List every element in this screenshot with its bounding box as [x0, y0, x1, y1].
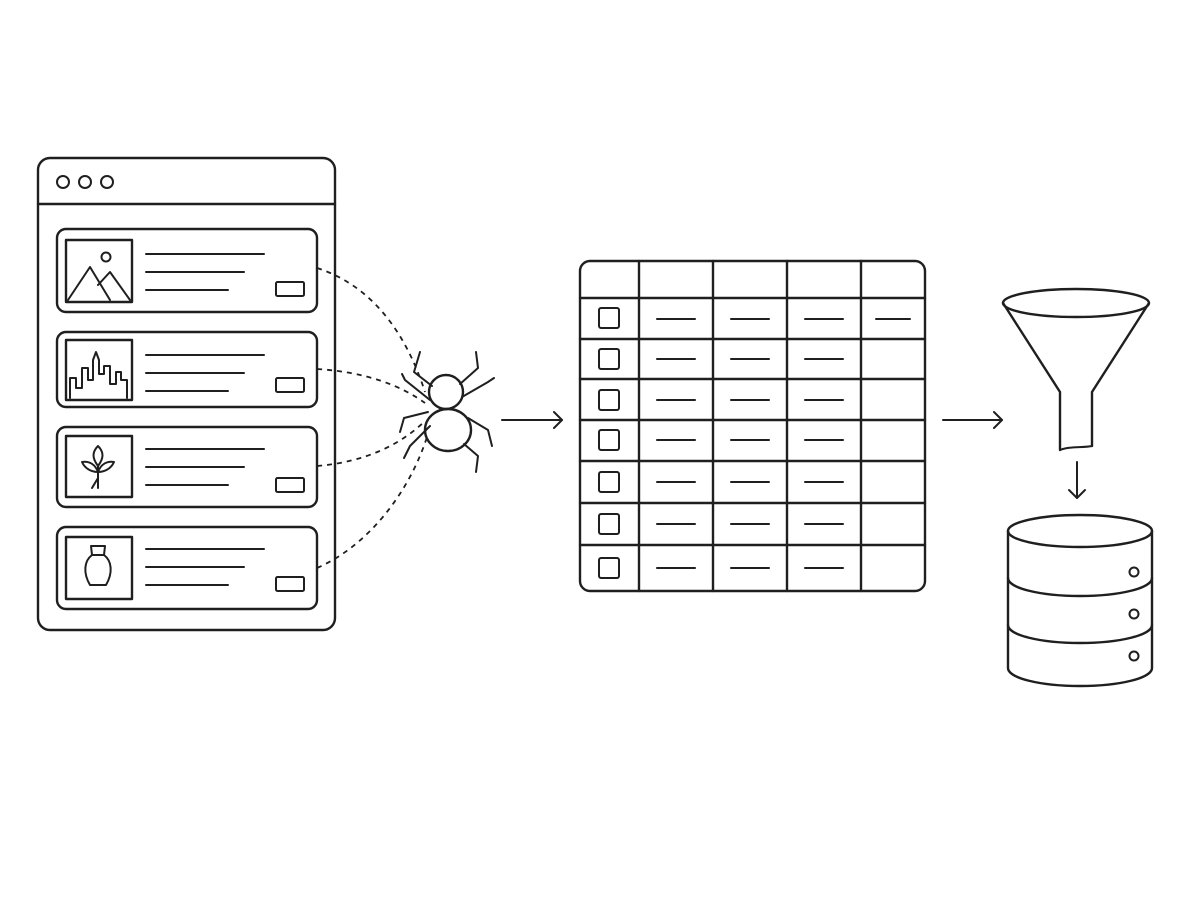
- city-skyline-icon: [64, 338, 134, 402]
- row-checkbox: [598, 348, 620, 370]
- table-row: [598, 307, 911, 329]
- row-checkbox: [598, 471, 620, 493]
- browser-window-icon: [36, 156, 337, 632]
- row-checkbox: [598, 307, 620, 329]
- table-row: [598, 389, 844, 411]
- database-icon: [1006, 513, 1154, 688]
- landscape-image-icon: [64, 238, 134, 304]
- card-action-button: [275, 281, 305, 297]
- table-row: [598, 471, 844, 493]
- plant-sprout-icon: [64, 434, 134, 499]
- flow-arrow-down: [1068, 461, 1086, 499]
- row-checkbox: [598, 429, 620, 451]
- row-checkbox: [598, 389, 620, 411]
- content-card: [55, 227, 319, 314]
- content-card: [55, 425, 319, 509]
- card-action-button: [275, 377, 305, 393]
- content-card: [55, 330, 319, 409]
- flow-arrow: [942, 411, 1003, 429]
- table-row: [598, 429, 844, 451]
- spider-icon: [399, 351, 495, 473]
- card-action-button: [275, 477, 305, 493]
- vase-icon: [64, 535, 134, 601]
- table-row: [598, 557, 844, 579]
- crawl-connections: [316, 267, 428, 569]
- table-row: [598, 513, 844, 535]
- card-action-button: [275, 576, 305, 592]
- content-card: [55, 525, 319, 611]
- funnel-icon: [1001, 287, 1151, 452]
- table-icon: [578, 259, 927, 593]
- table-row: [598, 348, 844, 370]
- row-checkbox: [598, 557, 620, 579]
- flow-arrow: [501, 411, 563, 429]
- row-checkbox: [598, 513, 620, 535]
